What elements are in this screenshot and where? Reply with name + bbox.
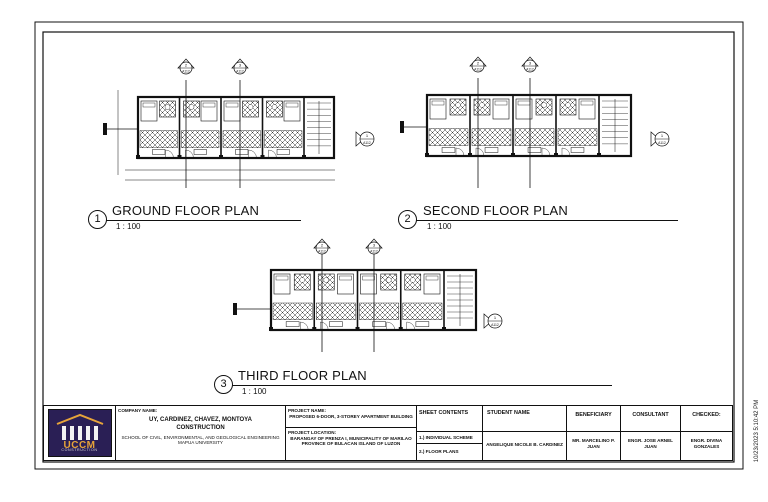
sheet-content-1: 1.) INDIVIDUAL SCHEME — [419, 435, 473, 440]
svg-text:A112: A112 — [474, 68, 482, 72]
checked-name: ENGR. DIVINA GONZALES — [690, 438, 723, 449]
date-stamp: 10/23/2023 5:10:42 PM — [753, 399, 760, 463]
plan-1-scale: 1 : 100 — [116, 222, 141, 231]
sheet-inner-border — [42, 31, 735, 463]
svg-text:3: 3 — [529, 61, 532, 66]
svg-text:3: 3 — [373, 243, 376, 248]
company-name-line-2: CONSTRUCTION — [176, 424, 225, 431]
logo-building-icon — [56, 413, 103, 440]
student-cell: STUDENT NAME ANGELIQUE NICOLE B. CARDINE… — [483, 406, 567, 460]
plan-1-number: 1 — [88, 210, 107, 229]
plan-3-title-line — [232, 385, 612, 386]
svg-text:A112: A112 — [182, 70, 190, 74]
title-block: UCCM CONSTRUCTION COMPANY NAME: UY, CARD… — [43, 405, 733, 461]
svg-text:1: 1 — [494, 315, 497, 320]
project-location-label: PROJECT LOCATION: — [288, 430, 337, 435]
svg-text:A112: A112 — [363, 141, 371, 145]
svg-text:A112: A112 — [491, 323, 499, 327]
company-name-line-1: UY, CARDINEZ, CHAVEZ, MONTOYA — [149, 416, 252, 423]
company-logo: UCCM CONSTRUCTION — [47, 409, 112, 457]
svg-text:A112: A112 — [370, 250, 378, 254]
svg-text:2: 2 — [477, 61, 480, 66]
logo-cell: UCCM CONSTRUCTION — [44, 406, 116, 460]
svg-text:1: 1 — [366, 133, 369, 138]
school-name: SCHOOL OF CIVIL, ENVIRONMENTAL, AND GEOL… — [121, 434, 280, 440]
svg-text:A112: A112 — [658, 141, 666, 145]
plan-1-section-mark-left — [103, 123, 107, 135]
checked-label: CHECKED: — [692, 412, 721, 418]
svg-text:2: 2 — [185, 63, 188, 68]
beneficiary-label: BENEFICIARY — [575, 412, 612, 418]
consultant-name: ENGR. JOSE ARNEL JUAN — [627, 438, 673, 449]
sheet-contents-label: SHEET CONTENTS — [419, 410, 469, 416]
project-cell: PROJECT NAME: PROPOSED 6-DOOR, 3-STOREY … — [286, 406, 417, 460]
plan-3-scale: 1 : 100 — [242, 387, 267, 396]
svg-text:2: 2 — [321, 243, 324, 248]
student-name-label: STUDENT NAME — [487, 410, 530, 416]
svg-text:A112: A112 — [526, 68, 534, 72]
plan-2-title: SECOND FLOOR PLAN — [423, 203, 568, 218]
university-name: MAPUA UNIVERSITY — [178, 440, 223, 446]
sheet-outer-border — [34, 21, 744, 470]
sheet-content-2: 2.) FLOOR PLANS — [419, 449, 459, 454]
consultant-label: CONSULTANT — [632, 412, 669, 418]
checked-cell: CHECKED: ENGR. DIVINA GONZALES — [681, 406, 732, 460]
project-location: BARANGAY OF PRENZA I, MUNICIPALITY OF MA… — [290, 435, 412, 447]
svg-text:A112: A112 — [236, 70, 244, 74]
student-name: ANGELIQUE NICOLE B. CARDINEZ — [486, 442, 563, 447]
plan-1-title-line — [106, 220, 301, 221]
sheet-contents-cell: SHEET CONTENTS 1.) INDIVIDUAL SCHEME 2.)… — [417, 406, 483, 460]
company-label: COMPANY NAME: — [118, 408, 158, 413]
beneficiary-cell: BENEFICIARY MR. MARCELINO P. JUAN — [567, 406, 621, 460]
plan-2-scale: 1 : 100 — [427, 222, 452, 231]
consultant-cell: CONSULTANT ENGR. JOSE ARNEL JUAN — [621, 406, 681, 460]
beneficiary-name: MR. MARCELINO P. JUAN — [572, 438, 615, 449]
svg-text:3: 3 — [239, 63, 242, 68]
logo-subtext: CONSTRUCTION — [61, 448, 98, 453]
svg-text:A112: A112 — [318, 250, 326, 254]
company-cell: COMPANY NAME: UY, CARDINEZ, CHAVEZ, MONT… — [116, 406, 286, 460]
logo-text: UCCM — [63, 440, 96, 452]
project-name: PROPOSED 6-DOOR, 3-STOREY APARTMENT BUIL… — [289, 413, 413, 419]
plan-2-title-line — [416, 220, 678, 221]
svg-text:1: 1 — [661, 133, 664, 138]
project-name-label: PROJECT NAME: — [288, 408, 327, 413]
plan-2-section-mark-left — [400, 121, 404, 133]
plan-2-number: 2 — [398, 210, 417, 229]
plan-3-number: 3 — [214, 375, 233, 394]
plan-1-title: GROUND FLOOR PLAN — [112, 203, 260, 218]
plan-3-title: THIRD FLOOR PLAN — [238, 368, 367, 383]
plan-3-section-mark-left — [233, 303, 237, 315]
